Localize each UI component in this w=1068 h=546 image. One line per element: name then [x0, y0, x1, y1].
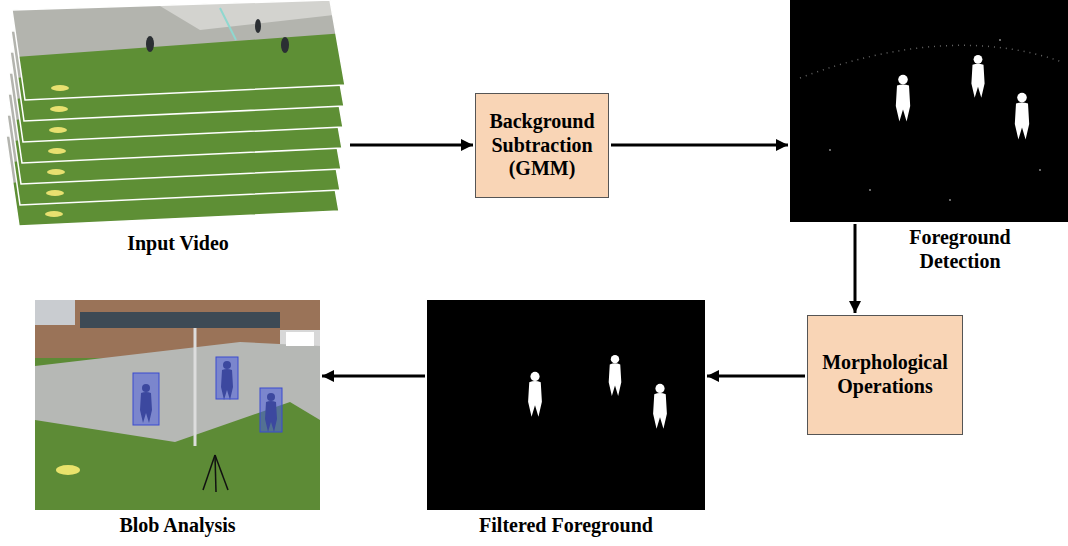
foreground-mask-image	[790, 0, 1068, 222]
process-box: Morphological Operations	[807, 315, 963, 435]
video-frame-stack	[0, 0, 360, 236]
image-panel: Foreground Detection	[790, 0, 1068, 222]
blob-analysis-photo	[35, 300, 320, 510]
image-panel: Filtered Foreground	[427, 300, 705, 510]
process-box: Background Subtraction (GMM)	[475, 93, 609, 198]
image-caption: Input Video	[8, 232, 348, 256]
filtered-mask-image	[427, 300, 705, 510]
process-label: Morphological Operations	[814, 351, 956, 398]
image-caption: Blob Analysis	[35, 514, 320, 538]
flow-arrow	[707, 375, 805, 378]
image-caption: Filtered Foreground	[427, 514, 705, 538]
flow-arrow	[611, 144, 788, 147]
image-panel: Blob Analysis	[35, 300, 320, 510]
flow-arrow	[322, 375, 425, 378]
flow-arrow	[350, 144, 473, 147]
video-input-panel: Input Video	[8, 0, 348, 228]
process-label: Background Subtraction (GMM)	[482, 110, 602, 181]
flow-arrow	[854, 224, 857, 313]
image-caption: Foreground Detection	[895, 226, 1025, 273]
